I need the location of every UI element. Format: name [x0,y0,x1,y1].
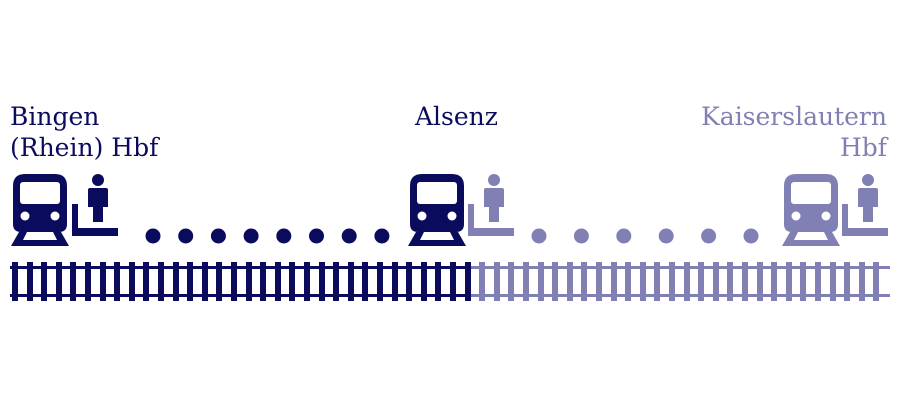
station-end-line1: Kaiserslautern [701,102,887,131]
track-sleeper [859,262,865,301]
track-sleeper [187,262,193,301]
station-icons-start [11,174,118,246]
track-sleeper [260,262,266,301]
station-label-start: Bingen (Rhein) Hbf [10,101,158,163]
progress-dots [145,228,759,244]
track-sleeper [713,262,719,301]
track-sleeper [698,262,704,301]
progress-dot [309,228,324,244]
track-sleeper [421,262,427,301]
track-sleeper [202,262,208,301]
progress-dot [374,228,390,244]
track-sleeper [216,262,222,301]
track-sleeper [41,262,47,301]
progress-dot [616,228,632,244]
progress-dot [701,228,717,244]
track-sleeper [596,262,602,301]
track-sleeper [85,262,91,301]
track-sleeper [158,262,164,301]
train-front-icon [782,174,840,246]
track-sleeper [143,262,149,301]
track-sleeper [757,262,763,301]
track-sleeper [654,262,660,301]
track-sleeper [56,262,62,301]
track-sleeper [581,262,587,301]
track-sleeper [873,262,879,301]
track-sleeper [742,262,748,301]
track-sleeper [611,262,617,301]
progress-dot [743,228,759,244]
waiting-person-icon [468,174,514,236]
track-sleeper [771,262,777,301]
track-sleeper [640,262,646,301]
track-sleeper [450,262,456,301]
progress-dot [178,228,194,244]
track-sleeper [246,262,252,301]
track-sleeper [830,262,836,301]
track-sleeper [319,262,325,301]
track-sleeper [684,262,690,301]
track-sleeper [800,262,806,301]
track-sleeper [815,262,821,301]
track-sleeper [479,262,485,301]
track-sleeper [362,262,368,301]
track-sleeper [625,262,631,301]
track-sleeper [114,262,120,301]
train-front-icon [408,174,466,246]
track-sleeper [844,262,850,301]
track-sleeper [567,262,573,301]
track-sleeper [70,262,76,301]
station-start-line1: Bingen [10,102,100,131]
waiting-person-icon [72,174,118,236]
track-sleeper [494,262,500,301]
track-sleeper [727,262,733,301]
track-sleeper [406,262,412,301]
station-middle-name: Alsenz [415,102,498,131]
progress-dot [531,228,547,244]
waiting-person-icon [842,174,888,236]
progress-dot [341,228,357,244]
track-sleeper [304,262,310,301]
track-sleeper [348,262,354,301]
station-start-line2: (Rhein) Hbf [10,133,159,162]
track-sleeper [275,262,281,301]
track-sleeper [129,262,135,301]
track-sleeper [538,262,544,301]
track-sleeper [173,262,179,301]
track-sleeper [508,262,514,301]
track-sleeper [786,262,792,301]
station-label-end: Kaiserslautern Hbf [701,101,887,163]
station-icons-middle [408,174,514,246]
progress-dot [210,228,226,244]
rail-remaining [468,294,890,297]
station-icons-end [782,174,888,246]
rail-remaining [468,266,890,269]
track-sleeper [523,262,529,301]
progress-dot [145,228,161,244]
track-sleeper [12,262,18,301]
track-sleeper [333,262,339,301]
train-front-icon [11,174,69,246]
track-sleeper [289,262,295,301]
progress-dot [573,228,589,244]
track-sleeper [27,262,33,301]
track-sleeper [231,262,237,301]
track-sleeper [377,262,383,301]
rail-traveled [10,266,468,269]
railway-track [10,262,890,301]
track-sleeper [465,262,471,301]
progress-dot [276,228,292,244]
station-end-line2: Hbf [839,133,887,162]
station-label-middle: Alsenz [415,101,498,132]
track-sleeper [100,262,106,301]
rail-traveled [10,294,468,297]
track-sleeper [669,262,675,301]
track-sleeper [435,262,441,301]
progress-dot [658,228,674,244]
progress-dot [243,228,259,244]
track-sleeper [392,262,398,301]
track-sleeper [552,262,558,301]
